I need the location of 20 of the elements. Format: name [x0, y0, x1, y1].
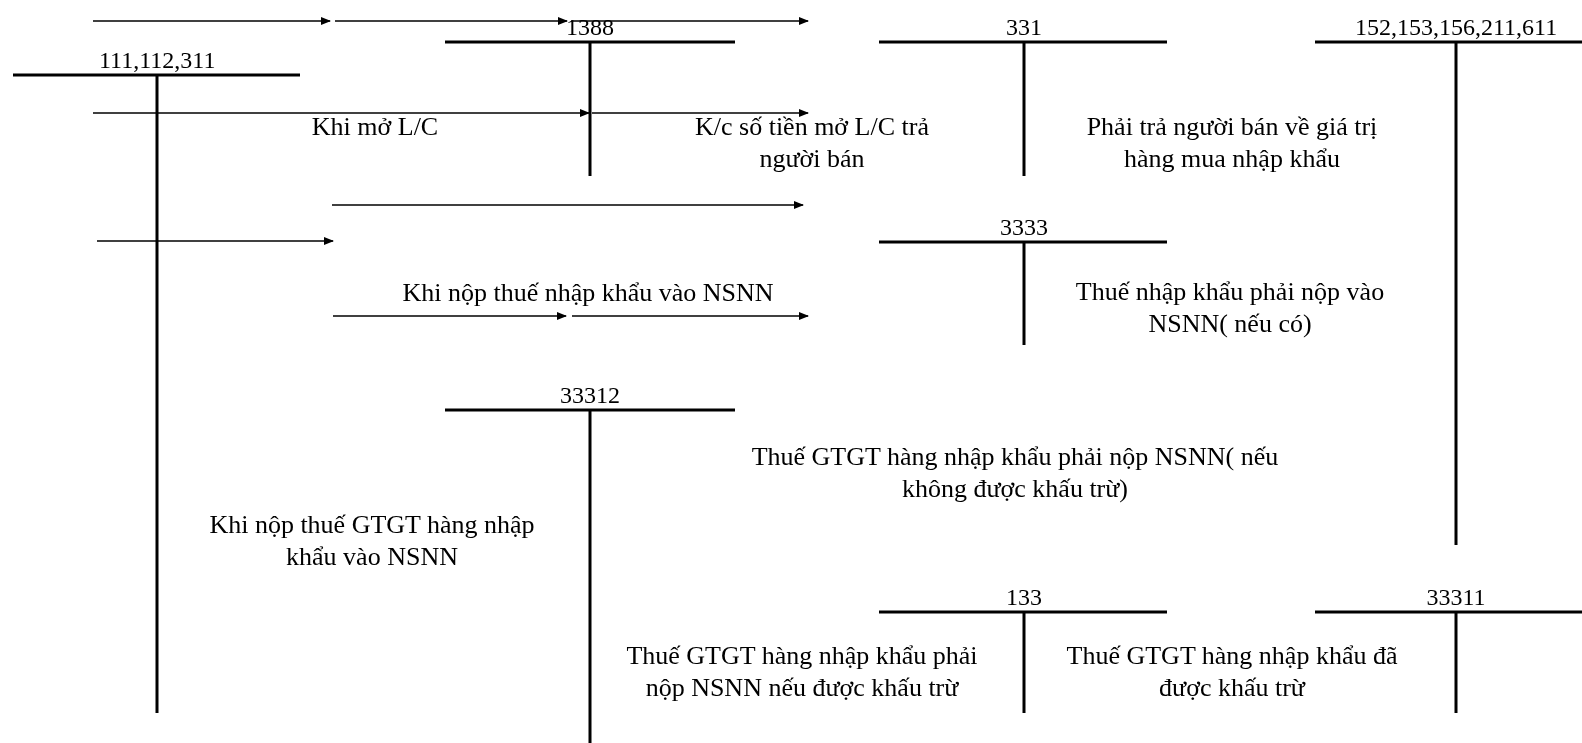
- account-number: 111,112,311: [99, 47, 216, 73]
- account-number: 1388: [566, 14, 614, 40]
- account-number: 3333: [1000, 214, 1048, 240]
- account-number: 133: [1006, 584, 1042, 610]
- entry-description: Thuế GTGT hàng nhập khẩu phải nộp NSNN( nếu không được khấu trừ): [750, 441, 1280, 505]
- account-number: 33312: [560, 382, 620, 408]
- entry-description: Thuế GTGT hàng nhập khẩu đã được khấu trừ: [1065, 640, 1399, 704]
- arrow: [92, 109, 590, 117]
- account-number: 33311: [1426, 584, 1486, 610]
- account-number: 331: [1006, 14, 1042, 40]
- arrow: [96, 237, 334, 245]
- entry-description: Khi nộp thuế nhập khẩu vào NSNN: [401, 277, 775, 309]
- entry-description: Thuế nhập khẩu phải nộp vào NSNN( nếu có): [1074, 276, 1386, 340]
- entry-description: Thuế GTGT hàng nhập khẩu phải nộp NSNN nếu được khấu trừ: [625, 640, 979, 704]
- entry-description: Khi mở L/C: [310, 111, 440, 143]
- entry-description: Phải trả người bán về giá trị hàng mua nhập khẩu: [1085, 111, 1379, 175]
- account-number: 152,153,156,211,611: [1355, 14, 1558, 40]
- edge-label: K/c số tiền mở L/C trả người bán: [694, 111, 930, 175]
- arrow: [591, 109, 809, 117]
- entry-description: Khi nộp thuế GTGT hàng nhập khẩu vào NSNN: [208, 509, 536, 573]
